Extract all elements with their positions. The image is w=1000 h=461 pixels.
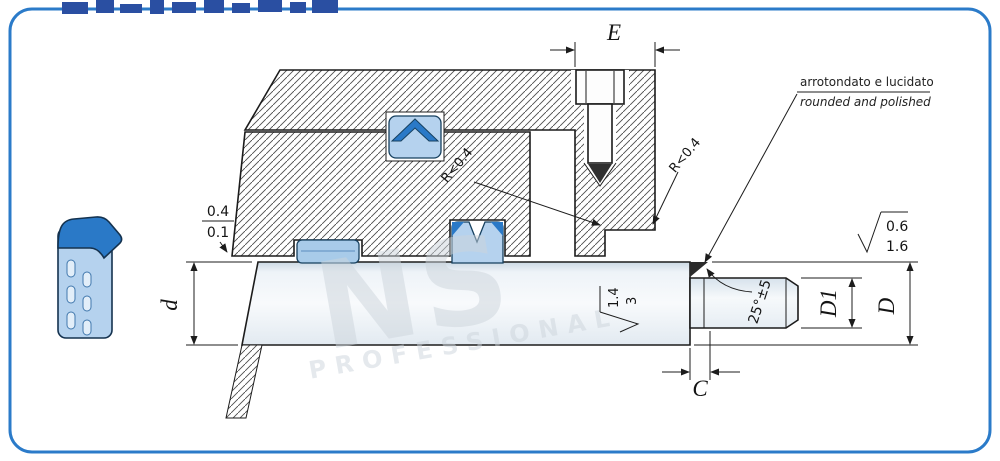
dimension-E: E — [550, 20, 680, 67]
dimension-C: C — [662, 331, 740, 401]
finish-shaft-bottom: 3 — [625, 297, 640, 305]
rod-seal-lip-right — [491, 222, 503, 236]
static-seal — [388, 115, 442, 159]
cropped-header-fragments — [62, 0, 338, 14]
screw-seat — [583, 162, 617, 187]
dim-label-D1: D1 — [816, 289, 841, 318]
dimension-d: d — [157, 261, 252, 346]
watermark-main: NS — [306, 208, 522, 379]
shoulder-chamfer-wedge — [690, 262, 708, 277]
screw-shank — [587, 103, 613, 164]
dim-label-d: d — [157, 299, 182, 311]
seal-profile-illustration — [57, 216, 123, 339]
rounded-polished-note: arrotondato e lucidato rounded and polis… — [704, 75, 934, 263]
housing-lower-section — [231, 131, 531, 257]
dimension-D1: D1 — [801, 277, 862, 329]
finish-right-bottom: 1.6 — [886, 239, 908, 255]
drawing-border-frame — [8, 7, 992, 454]
finish-shaft-top: 1.4 — [607, 287, 622, 308]
shaft-break-strip — [225, 344, 263, 419]
screw-head — [575, 69, 625, 105]
dimension-D: D — [694, 261, 918, 346]
dim-label-D: D — [874, 297, 899, 315]
housing-upper-and-gland-section — [243, 69, 656, 257]
surface-finish-right: 0.6 1.6 — [857, 211, 908, 255]
note-english: rounded and polished — [800, 95, 931, 109]
guide-ring — [296, 239, 360, 264]
rod-seal-lip-left — [452, 222, 464, 236]
note-italian: arrotondato e lucidato — [800, 75, 934, 89]
tolerance-bottom-value: 0.1 — [207, 225, 229, 241]
seal-profile-lip — [57, 216, 123, 260]
rod-seal — [451, 221, 504, 264]
dim-label-C: C — [692, 376, 708, 401]
set-screw — [571, 69, 629, 187]
surface-finish-shaft: 1.4 3 — [599, 286, 640, 333]
shaft-section — [241, 261, 691, 346]
shaft-reduced-end — [689, 277, 799, 329]
dim-label-E: E — [606, 20, 621, 45]
edge-tolerance-note: 0.4 0.1 — [202, 204, 234, 253]
tolerance-top-value: 0.4 — [207, 204, 229, 220]
screw-cone-point — [588, 164, 612, 183]
seal-profile-slots — [66, 259, 92, 336]
finish-right-top: 0.6 — [886, 219, 908, 235]
